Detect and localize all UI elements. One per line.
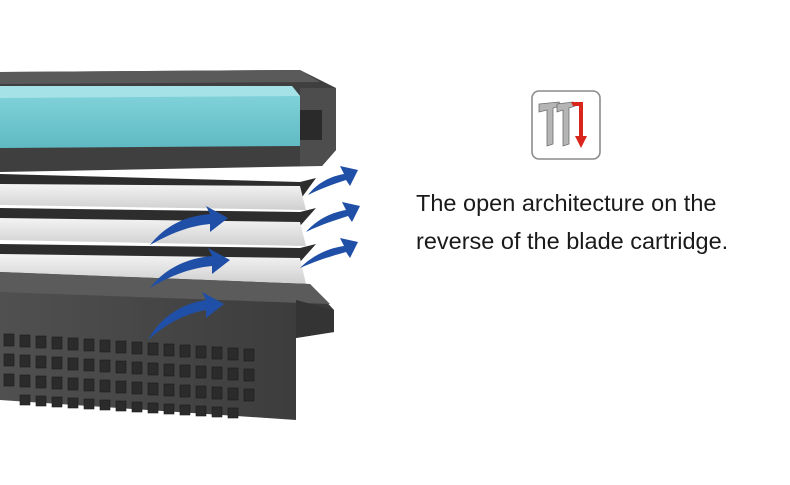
caption-line-2: reverse of the blade cartridge. [416, 228, 729, 254]
airflow-arrow-icon [306, 202, 360, 232]
caption-line-1: The open architecture on the [416, 190, 717, 216]
bottom-housing [0, 272, 334, 420]
airflow-arrow-icon [150, 206, 228, 245]
caption-text: The open architecture on the reverse of … [416, 184, 776, 260]
airflow-arrow-icon [308, 166, 358, 195]
open-architecture-rinse-icon [531, 90, 601, 160]
airflow-arrow-icon [300, 238, 358, 268]
airflow-arrow-icon [150, 248, 230, 288]
razor-cartridge-illustration [0, 70, 360, 420]
airflow-arrow-icon [148, 292, 224, 340]
lubricating-strip [0, 86, 300, 148]
blade-stack [0, 174, 316, 284]
airflow-arrows [148, 166, 360, 340]
